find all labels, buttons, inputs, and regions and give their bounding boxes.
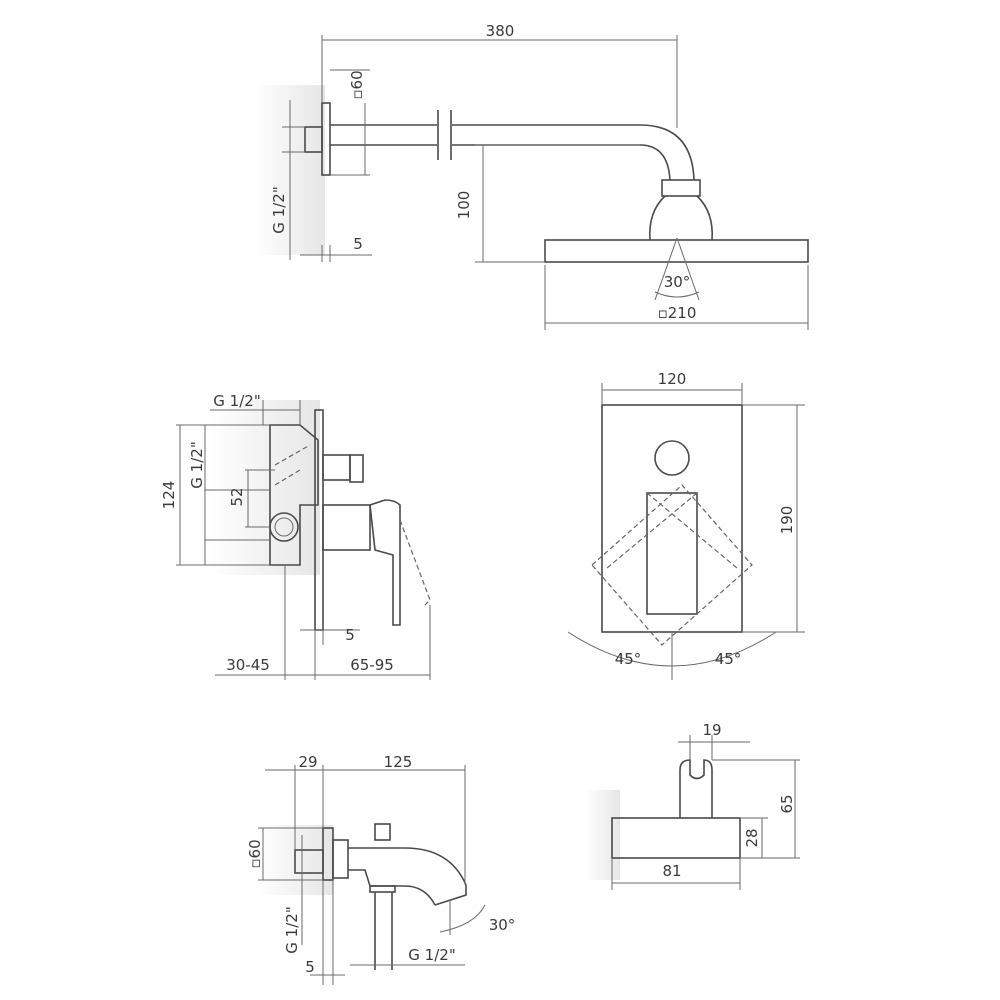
dim-spout-plate-depth: 5: [305, 958, 315, 976]
dim-mixer-thread-top: G 1/2": [213, 392, 260, 410]
dim-arm-thread: G 1/2": [270, 186, 288, 233]
dim-spout-length: 125: [384, 753, 413, 771]
dim-front-angle-left: 45°: [615, 650, 642, 668]
dim-mixer-depth-out: 65-95: [350, 656, 394, 674]
spout-view: 29 125 ▫60 G 1/2" 5 G 1/2" 30°: [246, 753, 515, 985]
dim-front-height: 190: [778, 506, 796, 535]
dim-head-angle: 30°: [664, 273, 691, 291]
dim-mixer-depth-wall: 30-45: [226, 656, 270, 674]
dim-mixer-plate: 5: [345, 626, 355, 644]
dim-head-size: ▫210: [658, 304, 697, 322]
dim-spout-angle: 30°: [489, 916, 516, 934]
dim-holder-length: 81: [662, 862, 681, 880]
mixer-front-view: 120 190 45° 45°: [567, 370, 805, 680]
dim-arm-plate-depth: 5: [353, 235, 363, 253]
dim-spout-depth: 29: [298, 753, 317, 771]
dim-mixer-offset: 52: [228, 487, 246, 506]
shower-arm-view: 380 ▫60 G 1/2" 5 100 30° ▫210: [255, 22, 809, 330]
dim-front-angle-right: 45°: [715, 650, 742, 668]
dim-mixer-thread-side: G 1/2": [188, 441, 206, 488]
dim-spout-plate: ▫60: [246, 839, 264, 868]
dim-spout-thread-side: G 1/2": [283, 906, 301, 953]
dim-holder-width-top: 19: [702, 721, 721, 739]
holder-view: 19 65 28 81: [585, 721, 800, 890]
dim-holder-height: 65: [778, 794, 796, 813]
dim-front-width: 120: [658, 370, 687, 388]
dim-holder-base-height: 28: [743, 828, 761, 847]
mixer-side-view: G 1/2" G 1/2" 124 52 5 30-45 65-95: [160, 392, 431, 680]
dim-mixer-height: 124: [160, 481, 178, 510]
dim-spout-thread-bottom: G 1/2": [408, 946, 455, 964]
dim-arm-plate: ▫60: [348, 70, 366, 99]
dim-arm-width: 380: [486, 22, 515, 40]
dim-arm-drop: 100: [455, 191, 473, 220]
